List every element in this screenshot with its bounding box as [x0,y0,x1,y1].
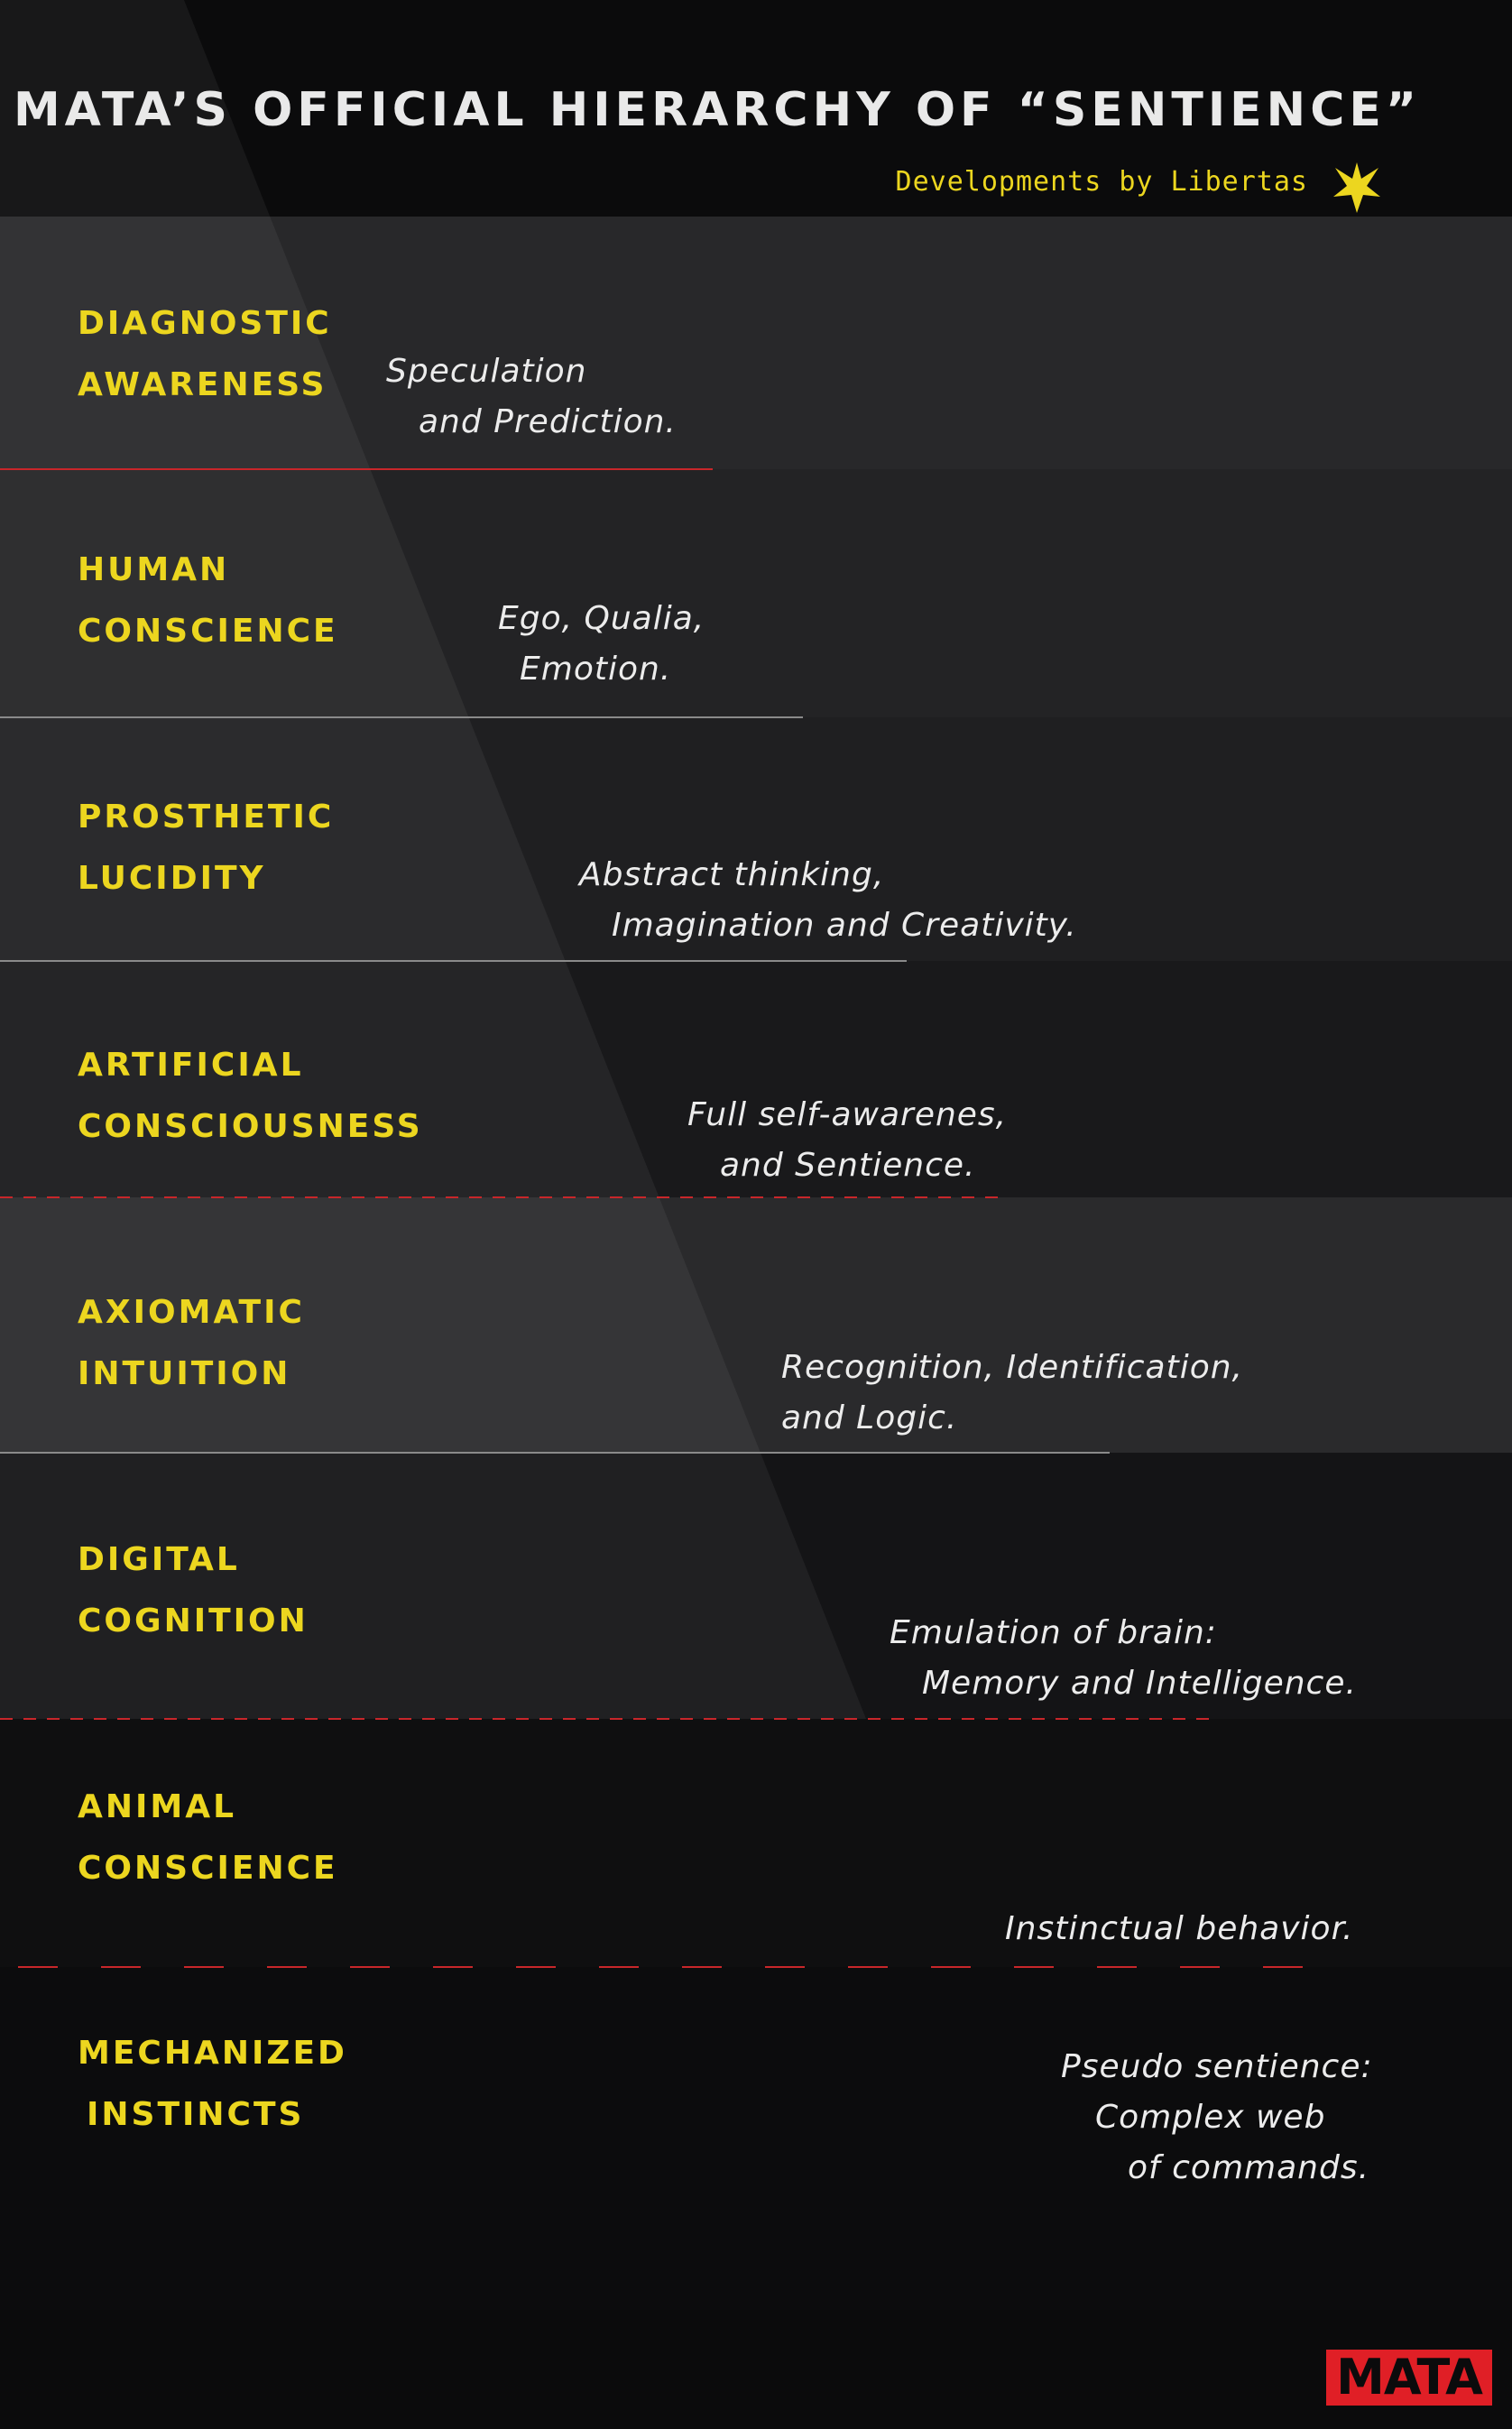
tier-description-line: Speculation [386,353,587,390]
tier-label: ARTIFICIAL CONSCIOUSNESS [78,1035,423,1158]
tier-dividers [0,468,1304,1968]
tier-label-line: PROSTHETIC [78,799,335,836]
tier-label: PROSTHETIC LUCIDITY [78,787,334,910]
tier-description-line: Full self-awarenes, [687,1096,1008,1133]
libertas-star-icon [1333,162,1380,213]
tier-label-line: CONSCIOUSNESS [78,1108,423,1145]
tier-description-line: Memory and Intelligence. [922,1665,1357,1702]
tier-description-line: Recognition, Identification, [781,1349,1243,1386]
subtitle: Developments by Libertas [895,166,1308,198]
tier-description-line: Emulation of brain: [890,1614,1217,1651]
tier-label: DIGITAL COGNITION [78,1529,309,1652]
tier-label-line: CONSCIENCE [78,613,338,650]
tier-label-line: CONSCIENCE [78,1850,338,1887]
tier-description-line: and Prediction. [419,403,677,440]
tier-band [0,1197,1512,1453]
tier-description-line: and Logic. [781,1399,958,1436]
tier-label: AXIOMATIC INTUITION [78,1282,305,1405]
tier-description-line: Emotion. [520,651,672,688]
tier-band [0,1967,1512,2310]
pyramid-shade [0,0,866,1719]
tier-label: HUMAN CONSCIENCE [78,540,338,662]
tier-label: DIAGNOSTIC AWARENESS [78,293,332,416]
tier-label-line: AWARENESS [78,366,327,403]
tier-label-line: DIAGNOSTIC [78,305,332,342]
tier-band [0,1453,1512,1719]
tier-band [0,1719,1512,1967]
tier-description: Ego, Qualia, Emotion. [498,594,705,695]
tier-band [0,961,1512,1197]
page-title: MATA’S OFFICIAL HIERARCHY OF “SENTIENCE” [13,83,1422,137]
tier-description: Emulation of brain: Memory and Intelligen… [890,1608,1357,1709]
tier-description: Speculation and Prediction. [386,346,677,448]
mata-logo: MATA [1326,2350,1492,2406]
tier-label-line: COGNITION [78,1602,309,1639]
tier-description-line: and Sentience. [720,1147,976,1184]
tier-label-line: ANIMAL [78,1788,237,1825]
tier-label: MECHANIZED INSTINCTS [78,2023,347,2146]
tier-description: Pseudo sentience: Complex web of commands. [1061,2042,1373,2193]
tier-label-line: LUCIDITY [78,860,266,897]
tier-description-line: Abstract thinking, [579,856,885,893]
tier-description-line: Ego, Qualia, [498,600,705,637]
tier-label-line: INTUITION [78,1355,291,1392]
tier-label-line: HUMAN [78,551,230,588]
tier-description: Instinctual behavior. [1005,1904,1354,1954]
tier-label-line: DIGITAL [78,1541,240,1578]
tier-band [0,469,1512,717]
tier-band [0,217,1512,469]
tier-description-line: Imagination and Creativity. [612,907,1077,944]
tier-label-line: MECHANIZED [78,2035,347,2072]
tier-label: ANIMAL CONSCIENCE [78,1777,338,1899]
tier-description: Recognition, Identification, and Logic. [781,1343,1243,1444]
tier-label-line: ARTIFICIAL [78,1047,304,1084]
tier-description-line: Pseudo sentience: [1061,2048,1373,2085]
tier-description: Abstract thinking, Imagination and Creati… [579,850,1077,951]
tier-description-line: of commands. [1128,2149,1370,2186]
tier-description: Full self-awarenes, and Sentience. [687,1090,1007,1191]
tier-bands [0,217,1512,2310]
tier-description-line: Complex web [1095,2099,1326,2136]
tier-band [0,717,1512,961]
tier-label-line: AXIOMATIC [78,1294,305,1331]
tier-label-line: INSTINCTS [87,2096,305,2133]
tier-description-line: Instinctual behavior. [1005,1910,1354,1947]
